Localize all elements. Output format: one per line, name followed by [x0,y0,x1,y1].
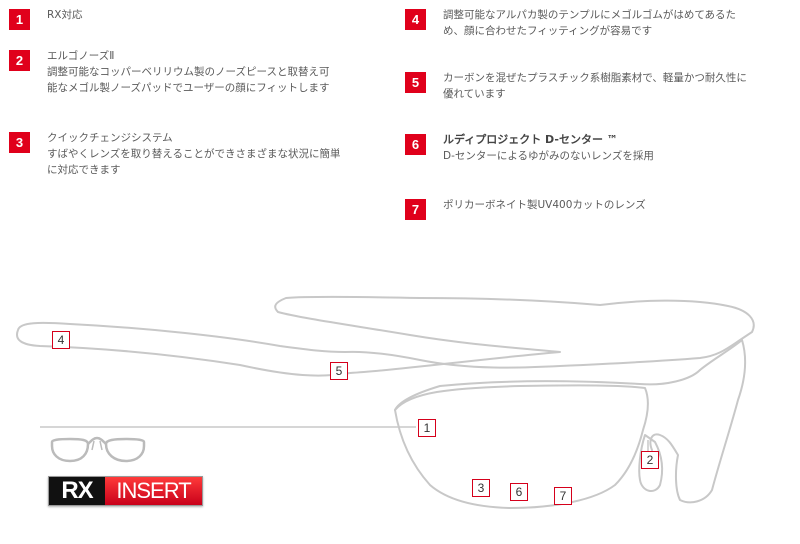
feature-desc-line: に対応できます [47,164,121,176]
feature-title: 調整可能なアルパカ製のテンプルにメゴルゴムがはめてあるた [443,9,737,21]
feature-6: 6 ルディプロジェクト D-センター ™ D-センターによるゆがみのないレンズを… [405,132,654,164]
feature-4: 4 調整可能なアルパカ製のテンプルにメゴルゴムがはめてあるた め、顔に合わせたフ… [405,9,736,39]
feature-text: RX対応 [47,7,83,23]
feature-title: ポリカーボネイト製UV400カットのレンズ [443,199,646,211]
feature-text: クイックチェンジシステム すばやくレンズを取り替えることができさまざまな状況に簡… [47,130,340,178]
feature-text: カーボンを混ぜたプラスチック系樹脂素材で、軽量かつ耐久性に 優れています [443,70,747,102]
rx-logo-left: RX [49,477,105,505]
feature-3: 3 クイックチェンジシステム すばやくレンズを取り替えることができさまざまな状況… [9,132,340,178]
feature-number-badge: 7 [405,199,426,220]
nose-piece [638,434,664,492]
feature-title: エルゴノーズⅡ [47,50,115,62]
callout-6: 6 [510,483,528,501]
feature-number-badge: 6 [405,134,426,155]
feature-title: カーボンを混ぜたプラスチック系樹脂素材で、軽量かつ耐久性に [443,72,747,84]
frame-top-bar [394,369,701,411]
rx-insert-logo: RX INSERT [48,476,203,506]
feature-number-badge: 2 [9,50,30,71]
feature-title: クイックチェンジシステム [47,132,173,144]
feature-5: 5 カーボンを混ぜたプラスチック系樹脂素材で、軽量かつ耐久性に 優れています [405,72,747,102]
callout-1: 1 [418,419,436,437]
feature-desc-line: 能なメゴル製ノーズパッドでユーザーの顔にフィットします [47,82,330,94]
rx-insert-glasses-icon [50,436,146,463]
temple-arm [16,295,755,377]
callout-2: 2 [641,451,659,469]
feature-desc-line: D-センターによるゆがみのないレンズを採用 [443,150,654,162]
feature-7: 7 ポリカーボネイト製UV400カットのレンズ [405,199,646,220]
feature-text: 調整可能なアルパカ製のテンプルにメゴルゴムがはめてあるた め、顔に合わせたフィッ… [443,7,736,39]
feature-number-badge: 3 [9,132,30,153]
callout-7: 7 [554,487,572,505]
feature-desc-line: 調整可能なコッパーベリリウム製のノーズピースと取替え可 [47,66,330,78]
feature-desc-line: 優れています [443,88,506,100]
callout-3: 3 [472,479,490,497]
rx-logo-right: INSERT [105,477,202,505]
feature-2: 2 エルゴノーズⅡ 調整可能なコッパーベリリウム製のノーズピースと取替え可 能な… [9,50,330,96]
callout-4: 4 [52,331,70,349]
feature-number-badge: 1 [9,9,30,30]
feature-desc-line: すばやくレンズを取り替えることができさまざまな状況に簡単 [47,148,341,160]
frame-bridge [649,339,747,504]
feature-desc-line: め、顔に合わせたフィッティングが容易です [443,25,653,37]
feature-number-badge: 4 [405,9,426,30]
feature-title: RX対応 [47,9,83,21]
feature-title: ルディプロジェクト D-センター ™ [443,133,618,146]
feature-text: ルディプロジェクト D-センター ™ D-センターによるゆがみのないレンズを採用 [443,132,654,164]
feature-text: エルゴノーズⅡ 調整可能なコッパーベリリウム製のノーズピースと取替え可 能なメゴ… [47,48,330,96]
feature-text: ポリカーボネイト製UV400カットのレンズ [443,197,646,213]
lens-frame [394,384,649,509]
feature-1: 1 RX対応 [9,9,83,30]
feature-number-badge: 5 [405,72,426,93]
callout-5: 5 [330,362,348,380]
